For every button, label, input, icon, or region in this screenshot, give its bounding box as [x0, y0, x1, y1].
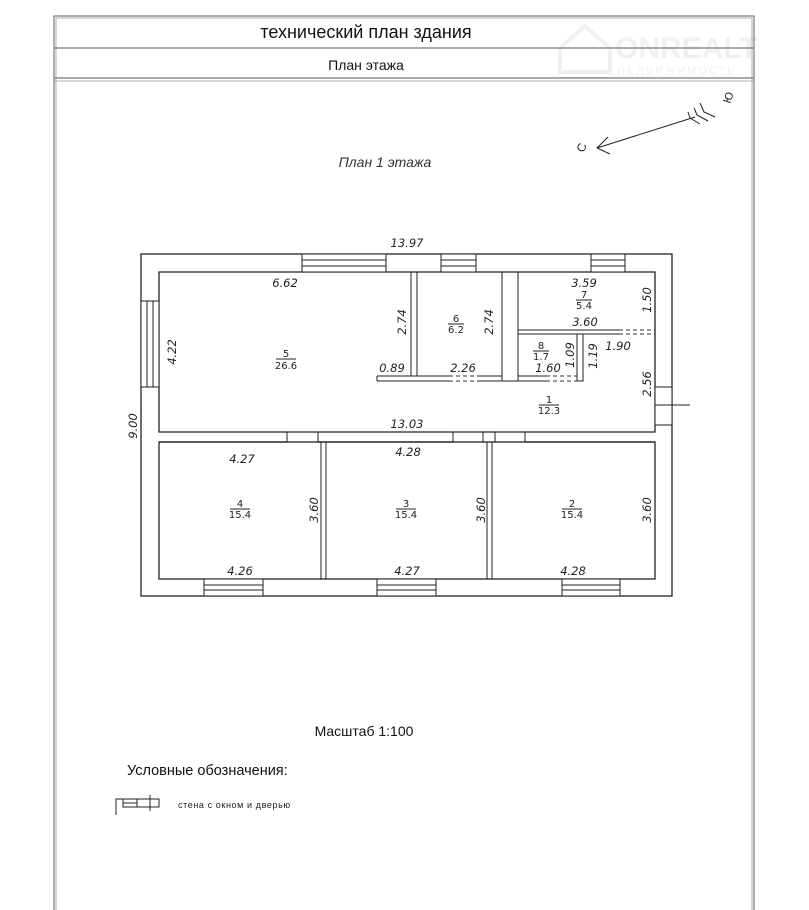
room-8: 81.7	[533, 341, 549, 363]
svg-text:6: 6	[453, 314, 459, 325]
svg-text:1.7: 1.7	[533, 352, 549, 363]
svg-text:2: 2	[569, 499, 575, 510]
watermark-logo: ONREALT НЕДВИЖИМОСТЬ	[558, 23, 758, 77]
svg-text:5.4: 5.4	[576, 301, 592, 312]
svg-text:3: 3	[403, 499, 409, 510]
svg-text:6.2: 6.2	[448, 325, 464, 336]
dimension-label: 6.62	[272, 276, 298, 290]
wall-window-door-legend-icon	[115, 795, 160, 815]
document-title: технический план здания	[260, 22, 471, 42]
dimension-label: 3.60	[474, 497, 488, 523]
svg-text:15.4: 15.4	[395, 510, 417, 521]
compass-north-label: С	[574, 141, 590, 154]
watermark-brand: ONREALT	[615, 32, 758, 65]
scale-label: Масштаб 1:100	[315, 723, 414, 739]
dimension-label: 13.97	[391, 236, 425, 250]
dimension-label: 4.27	[229, 452, 255, 466]
dimension-label: 1.09	[563, 342, 577, 368]
dimension-label: 1.90	[605, 339, 631, 353]
legend-title: Условные обозначения:	[127, 763, 288, 779]
window-icon	[203, 578, 264, 597]
window-icon	[590, 253, 626, 273]
window-icon	[376, 578, 437, 597]
room-7: 75.4	[576, 290, 592, 312]
svg-text:26.6: 26.6	[275, 361, 297, 372]
dimension-label: 4.27	[394, 564, 420, 578]
dimension-label: 4.22	[165, 339, 179, 365]
svg-text:15.4: 15.4	[561, 510, 583, 521]
window-icon	[301, 253, 387, 273]
svg-text:1: 1	[546, 395, 552, 406]
svg-text:15.4: 15.4	[229, 510, 251, 521]
svg-text:4: 4	[237, 499, 243, 510]
dimension-label: 2.26	[450, 361, 476, 375]
dimension-label: 4.28	[560, 564, 586, 578]
room-labels: 526.6 66.2 75.4 81.7 112.3 415.4 315.4 2…	[229, 290, 592, 521]
dimension-label: 3.60	[307, 497, 321, 523]
dimension-label: 3.60	[640, 497, 654, 523]
room-1: 112.3	[538, 395, 560, 417]
document-subtitle: План этажа	[328, 57, 404, 73]
dimension-label: 13.03	[391, 417, 424, 431]
dimension-label: 4.28	[395, 445, 421, 459]
svg-text:5: 5	[283, 349, 289, 360]
room-4: 415.4	[229, 499, 251, 521]
room-3: 315.4	[395, 499, 417, 521]
dimension-label: 2.74	[395, 309, 409, 335]
dimension-label: 9.00	[126, 413, 140, 439]
room-2: 215.4	[561, 499, 583, 521]
north-arrow-icon: С Ю	[574, 90, 737, 155]
watermark-tagline: НЕДВИЖИМОСТЬ	[617, 65, 736, 77]
window-icon	[440, 253, 477, 273]
dimension-label: 2.74	[482, 309, 496, 335]
windows	[140, 253, 690, 597]
entrance-door-icon	[654, 386, 690, 426]
legend-item-label: стена с окном и дверью	[178, 800, 291, 810]
dimension-label: 0.89	[379, 361, 405, 375]
dimension-label: 4.26	[227, 564, 253, 578]
dimension-label: 1.50	[640, 287, 654, 313]
dimension-label: 1.19	[586, 343, 600, 369]
room-5: 526.6	[275, 349, 297, 372]
compass-south-label: Ю	[722, 90, 737, 105]
dimension-labels: 13.97 6.62 4.22 9.00 2.74 2.74 0.89 2.26…	[126, 236, 654, 578]
dimension-label: 3.59	[571, 276, 597, 290]
svg-text:12.3: 12.3	[538, 406, 560, 417]
dimension-label: 1.60	[535, 361, 561, 375]
svg-text:7: 7	[581, 290, 587, 301]
dimension-label: 2.56	[640, 371, 654, 397]
plan-title: План 1 этажа	[339, 154, 432, 170]
dimension-label: 3.60	[572, 315, 598, 329]
room-6: 66.2	[448, 314, 464, 336]
sheet-frame	[53, 15, 755, 910]
window-icon	[140, 300, 160, 388]
window-icon	[561, 578, 621, 597]
svg-text:8: 8	[538, 341, 544, 352]
